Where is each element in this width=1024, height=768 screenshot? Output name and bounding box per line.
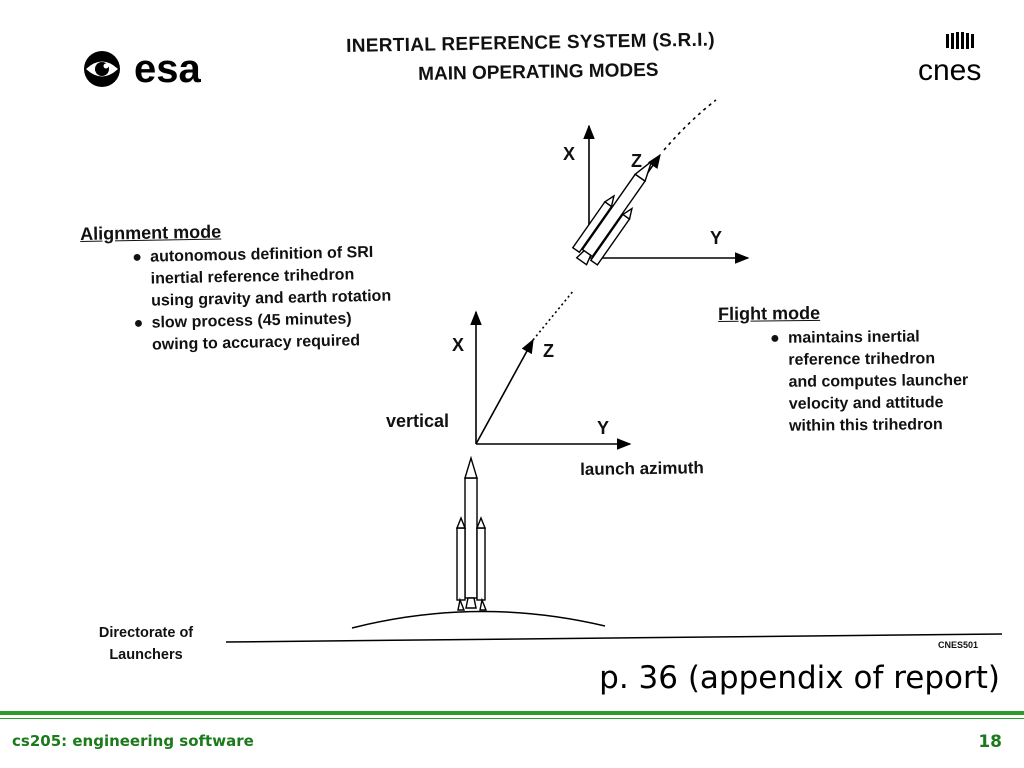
page-reference-note: p. 36 (appendix of report) [599,660,1000,696]
alignment-mode-list: ● autonomous definition of SRI inertial … [132,242,392,357]
cnes-logo: cnes [918,32,981,87]
footer-divider-thin [0,718,1024,719]
rocket-on-pad-icon [455,455,488,611]
flight-item-line: and computes launcher [788,371,969,391]
directorate-label: Directorate of Launchers [91,622,201,666]
slide-number: 18 [978,732,1002,752]
bullet-icon: ● [770,329,780,347]
bullet-icon: ● [132,248,143,266]
footer-course-title: cs205: engineering software [12,732,254,750]
earth-curve [351,610,606,629]
ground-line [225,633,1003,643]
flight-y-label: Y [710,228,723,248]
esa-logo: esa [84,47,201,91]
ground-trihedron [470,289,632,450]
flight-item-line: within this trihedron [788,416,943,435]
trajectory-lower [532,289,575,341]
flight-mode-list: ● maintains inertial reference trihedron… [770,326,969,438]
flight-mode-heading: Flight mode [718,302,821,324]
flight-item-line: maintains inertial [788,328,920,347]
flight-item: ● maintains inertial [770,326,968,350]
cnes-code: CNES501 [938,640,979,650]
flight-z-label: Z [631,151,642,171]
rocket-in-flight-icon [571,159,654,266]
trajectory-upper [663,99,717,151]
directorate-line: Launchers [109,647,183,663]
ground-z-axis [475,338,534,445]
ground-x-label: X [452,335,465,355]
flight-x-label: X [563,144,576,164]
directorate-line: Directorate of [98,625,194,641]
flight-item-line: reference trihedron [788,350,936,369]
launch-azimuth-label: launch azimuth [580,458,704,479]
alignment-mode-heading: Alignment mode [80,221,222,244]
ground-y-label: Y [597,418,610,438]
esa-logo-text: esa [134,47,201,91]
cnes-logo-text: cnes [918,54,981,87]
vertical-label: vertical [386,411,450,431]
bullet-icon: ● [133,314,144,332]
ground-z-label: Z [543,341,554,361]
flight-item-line: velocity and attitude [788,394,944,413]
footer-divider [0,711,1024,715]
